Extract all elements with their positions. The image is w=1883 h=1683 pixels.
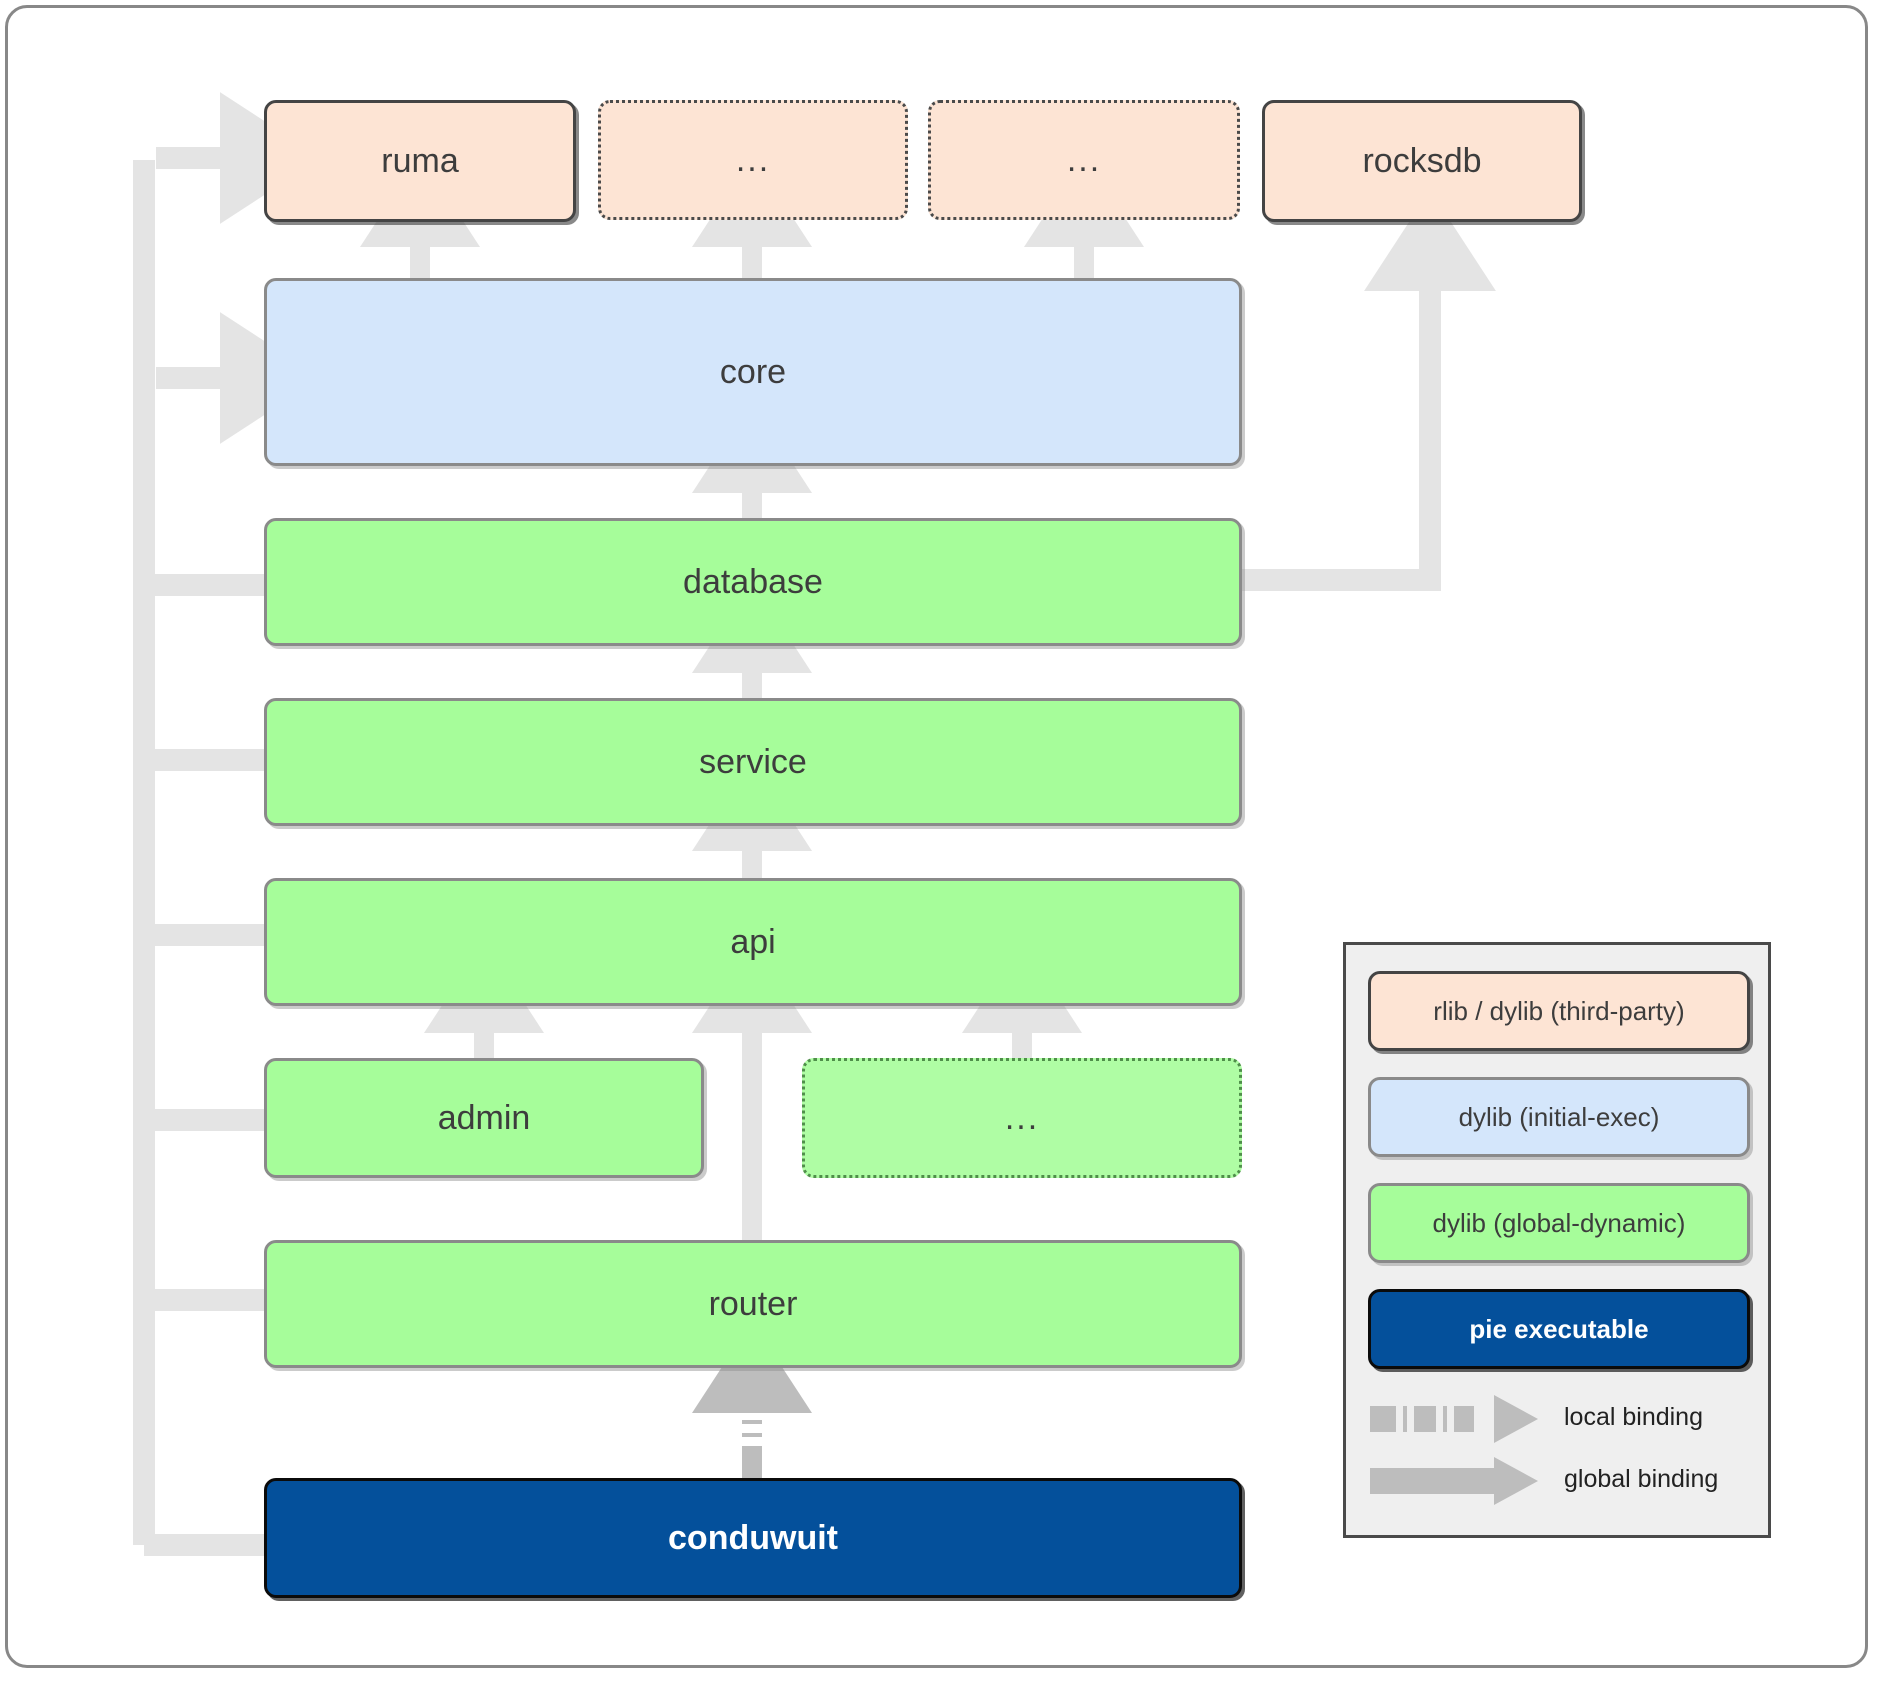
legend-panel: rlib / dylib (third-party) dylib (initia… [1343,942,1771,1538]
node-service[interactable]: service [264,698,1242,826]
legend-global-binding-icon [1370,1457,1538,1505]
node-database-label: database [683,563,823,601]
node-third-party-a[interactable]: ... [598,100,908,220]
legend-row-global-binding: global binding [1368,1451,1752,1511]
node-third-party-b[interactable]: ... [928,100,1240,220]
node-api-ghost[interactable]: ... [802,1058,1242,1178]
node-admin[interactable]: admin [264,1058,704,1178]
node-api[interactable]: api [264,878,1242,1006]
legend-chip-third-party: rlib / dylib (third-party) [1368,971,1750,1051]
node-rocksdb-label: rocksdb [1362,142,1482,180]
legend-chip-global-dynamic-label: dylib (global-dynamic) [1432,1207,1686,1238]
node-third-party-a-label: ... [735,141,771,179]
legend-global-binding-label: global binding [1564,1465,1719,1493]
node-conduwuit[interactable]: conduwuit [264,1478,1242,1598]
legend-chip-initial-exec: dylib (initial-exec) [1368,1077,1750,1157]
node-ruma[interactable]: ruma [264,100,576,222]
legend-chip-third-party-label: rlib / dylib (third-party) [1433,995,1685,1026]
node-router-label: router [708,1285,798,1323]
node-rocksdb[interactable]: rocksdb [1262,100,1582,222]
node-api-ghost-label: ... [1004,1099,1040,1137]
node-api-label: api [730,923,776,961]
node-third-party-b-label: ... [1066,141,1102,179]
node-service-label: service [699,743,807,781]
node-admin-label: admin [437,1099,531,1137]
legend-chip-pie-executable: pie executable [1368,1289,1750,1369]
legend-local-binding-label: local binding [1564,1403,1703,1431]
legend-local-binding-icon [1370,1395,1538,1443]
node-database[interactable]: database [264,518,1242,646]
node-core-label: core [719,353,787,391]
node-core[interactable]: core [264,278,1242,466]
legend-chip-pie-executable-label: pie executable [1469,1313,1649,1344]
node-conduwuit-label: conduwuit [668,1519,838,1557]
legend-chip-global-dynamic: dylib (global-dynamic) [1368,1183,1750,1263]
diagram-frame [5,5,1868,1668]
node-ruma-label: ruma [381,142,459,180]
legend-row-local-binding: local binding [1368,1389,1752,1449]
node-router[interactable]: router [264,1240,1242,1368]
legend-chip-initial-exec-label: dylib (initial-exec) [1458,1101,1660,1132]
